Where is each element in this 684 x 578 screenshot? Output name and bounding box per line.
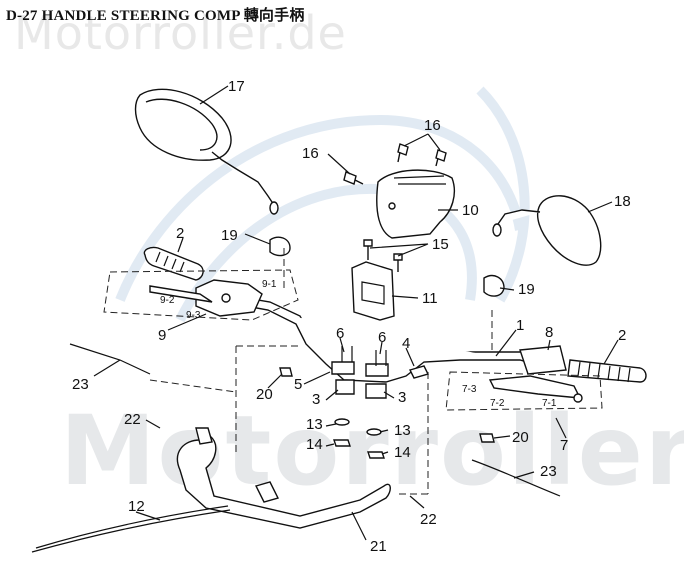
label-9-1: 9-1	[262, 279, 277, 290]
label-11: 11	[422, 290, 438, 307]
lever-assembly-left	[149, 279, 263, 317]
label-4: 4	[402, 335, 410, 352]
leader-lines	[93, 85, 619, 541]
label-23-right: 23	[540, 463, 557, 480]
label-22-right: 22	[420, 511, 437, 528]
label-7-1: 7-1	[542, 398, 557, 409]
label-5: 5	[294, 376, 302, 393]
label-3-left: 3	[312, 391, 320, 408]
cover-bracket	[351, 261, 395, 321]
label-7-2: 7-2	[490, 398, 505, 409]
label-20-left: 20	[256, 386, 273, 403]
clips	[269, 236, 505, 297]
label-7-3: 7-3	[462, 384, 477, 395]
label-15: 15	[432, 236, 449, 253]
label-9: 9	[158, 327, 166, 344]
grip-left	[143, 246, 204, 281]
label-17: 17	[228, 78, 245, 95]
lever-assembly-right	[488, 345, 583, 403]
label-21: 21	[370, 538, 387, 555]
part-labels: 17 2 19 16 16 10 15 11 18 19 1 8 2 9-1 9…	[72, 78, 631, 555]
label-23-left: 23	[72, 376, 89, 393]
label-2-right: 2	[618, 327, 626, 344]
label-13-left: 13	[306, 416, 323, 433]
dashed-guides	[103, 248, 603, 495]
handlebar-post	[176, 427, 391, 529]
label-16-left: 16	[302, 145, 319, 162]
label-6-left: 6	[336, 325, 344, 342]
label-9-2: 9-2	[160, 295, 175, 306]
label-9-3: 9-3	[186, 310, 201, 321]
label-2-left: 2	[176, 225, 184, 242]
label-10: 10	[462, 202, 479, 219]
clamps	[331, 346, 430, 399]
label-6-right: 6	[378, 329, 386, 346]
label-14-right: 14	[394, 444, 411, 461]
nuts-20	[279, 367, 495, 443]
label-1: 1	[516, 317, 524, 334]
label-13-right: 13	[394, 422, 411, 439]
label-16-right: 16	[424, 117, 441, 134]
label-14-left: 14	[306, 436, 323, 453]
label-22-left: 22	[124, 411, 141, 428]
grip-right	[567, 359, 647, 383]
page-title: D-27 HANDLE STEERING COMP 轉向手柄	[6, 8, 305, 24]
label-19-right: 19	[518, 281, 535, 298]
mirror-right	[492, 195, 602, 266]
label-3-right: 3	[398, 389, 406, 406]
label-18: 18	[614, 193, 631, 210]
screws	[343, 143, 447, 272]
label-7: 7	[560, 437, 568, 454]
label-19-left: 19	[221, 227, 238, 244]
mirror-left	[134, 88, 279, 215]
handlebar-cover	[376, 169, 456, 239]
label-8: 8	[545, 324, 553, 341]
label-20-right: 20	[512, 429, 529, 446]
label-12: 12	[128, 498, 145, 515]
washers-nuts	[333, 418, 385, 459]
